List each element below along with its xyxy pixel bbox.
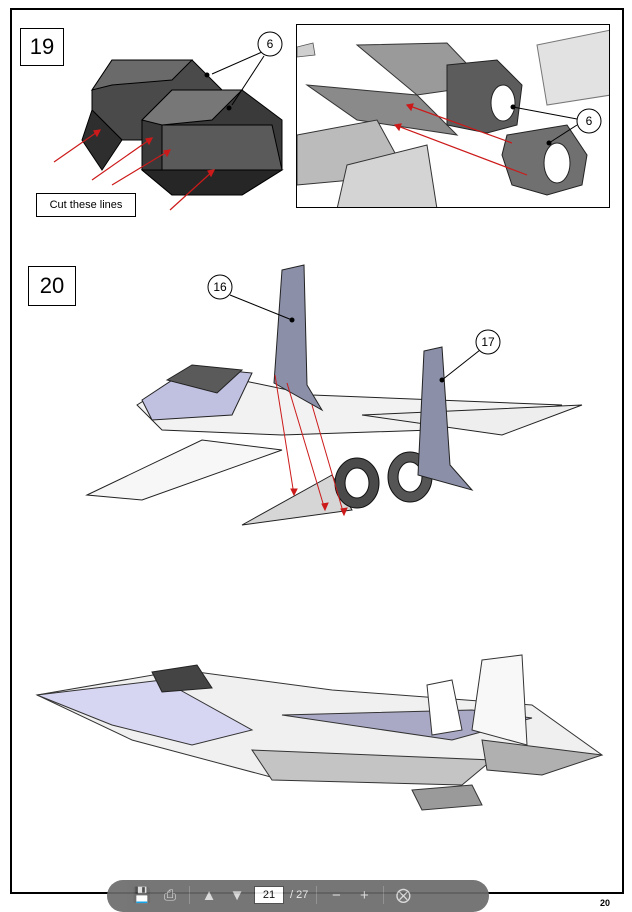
document-page: 19 6 Cut these lines [10,8,624,894]
save-icon[interactable]: 💾 [132,887,152,904]
toolbar-separator [316,886,318,904]
current-page-input[interactable]: 21 [254,886,284,904]
cut-lines-label: Cut these lines [36,193,136,217]
fin-right-callout: 17 [481,335,495,349]
toolbar-separator [383,886,385,904]
page-up-icon[interactable]: ▲ [201,886,217,904]
finished-aircraft-view [35,654,604,811]
step-19-part-callout: 6 [266,37,274,51]
step-20-number: 20 [28,266,76,306]
page-corner-number: 20 [600,898,611,908]
pdf-viewer-toolbar: 💾 ⎙ ▲ ▼ 21 / 27 − + ⨂ [107,880,489,912]
total-pages-label: / 27 [290,889,309,901]
page-down-icon[interactable]: ▼ [229,886,245,904]
zoom-out-icon[interactable]: − [331,886,341,904]
fin-left-callout: 16 [213,280,227,294]
step-20-aircraft-fin-assembly [85,264,583,526]
toolbar-separator [189,886,190,904]
step-19-number: 19 [20,28,64,66]
inset-part-callout: 6 [585,114,593,128]
step-19-nozzle-parts [53,31,284,211]
close-icon[interactable]: ⨂ [395,887,411,904]
step-19-inset-diagram: 6 [296,24,610,208]
zoom-in-icon[interactable]: + [359,886,369,904]
print-icon[interactable]: ⎙ [163,886,176,904]
